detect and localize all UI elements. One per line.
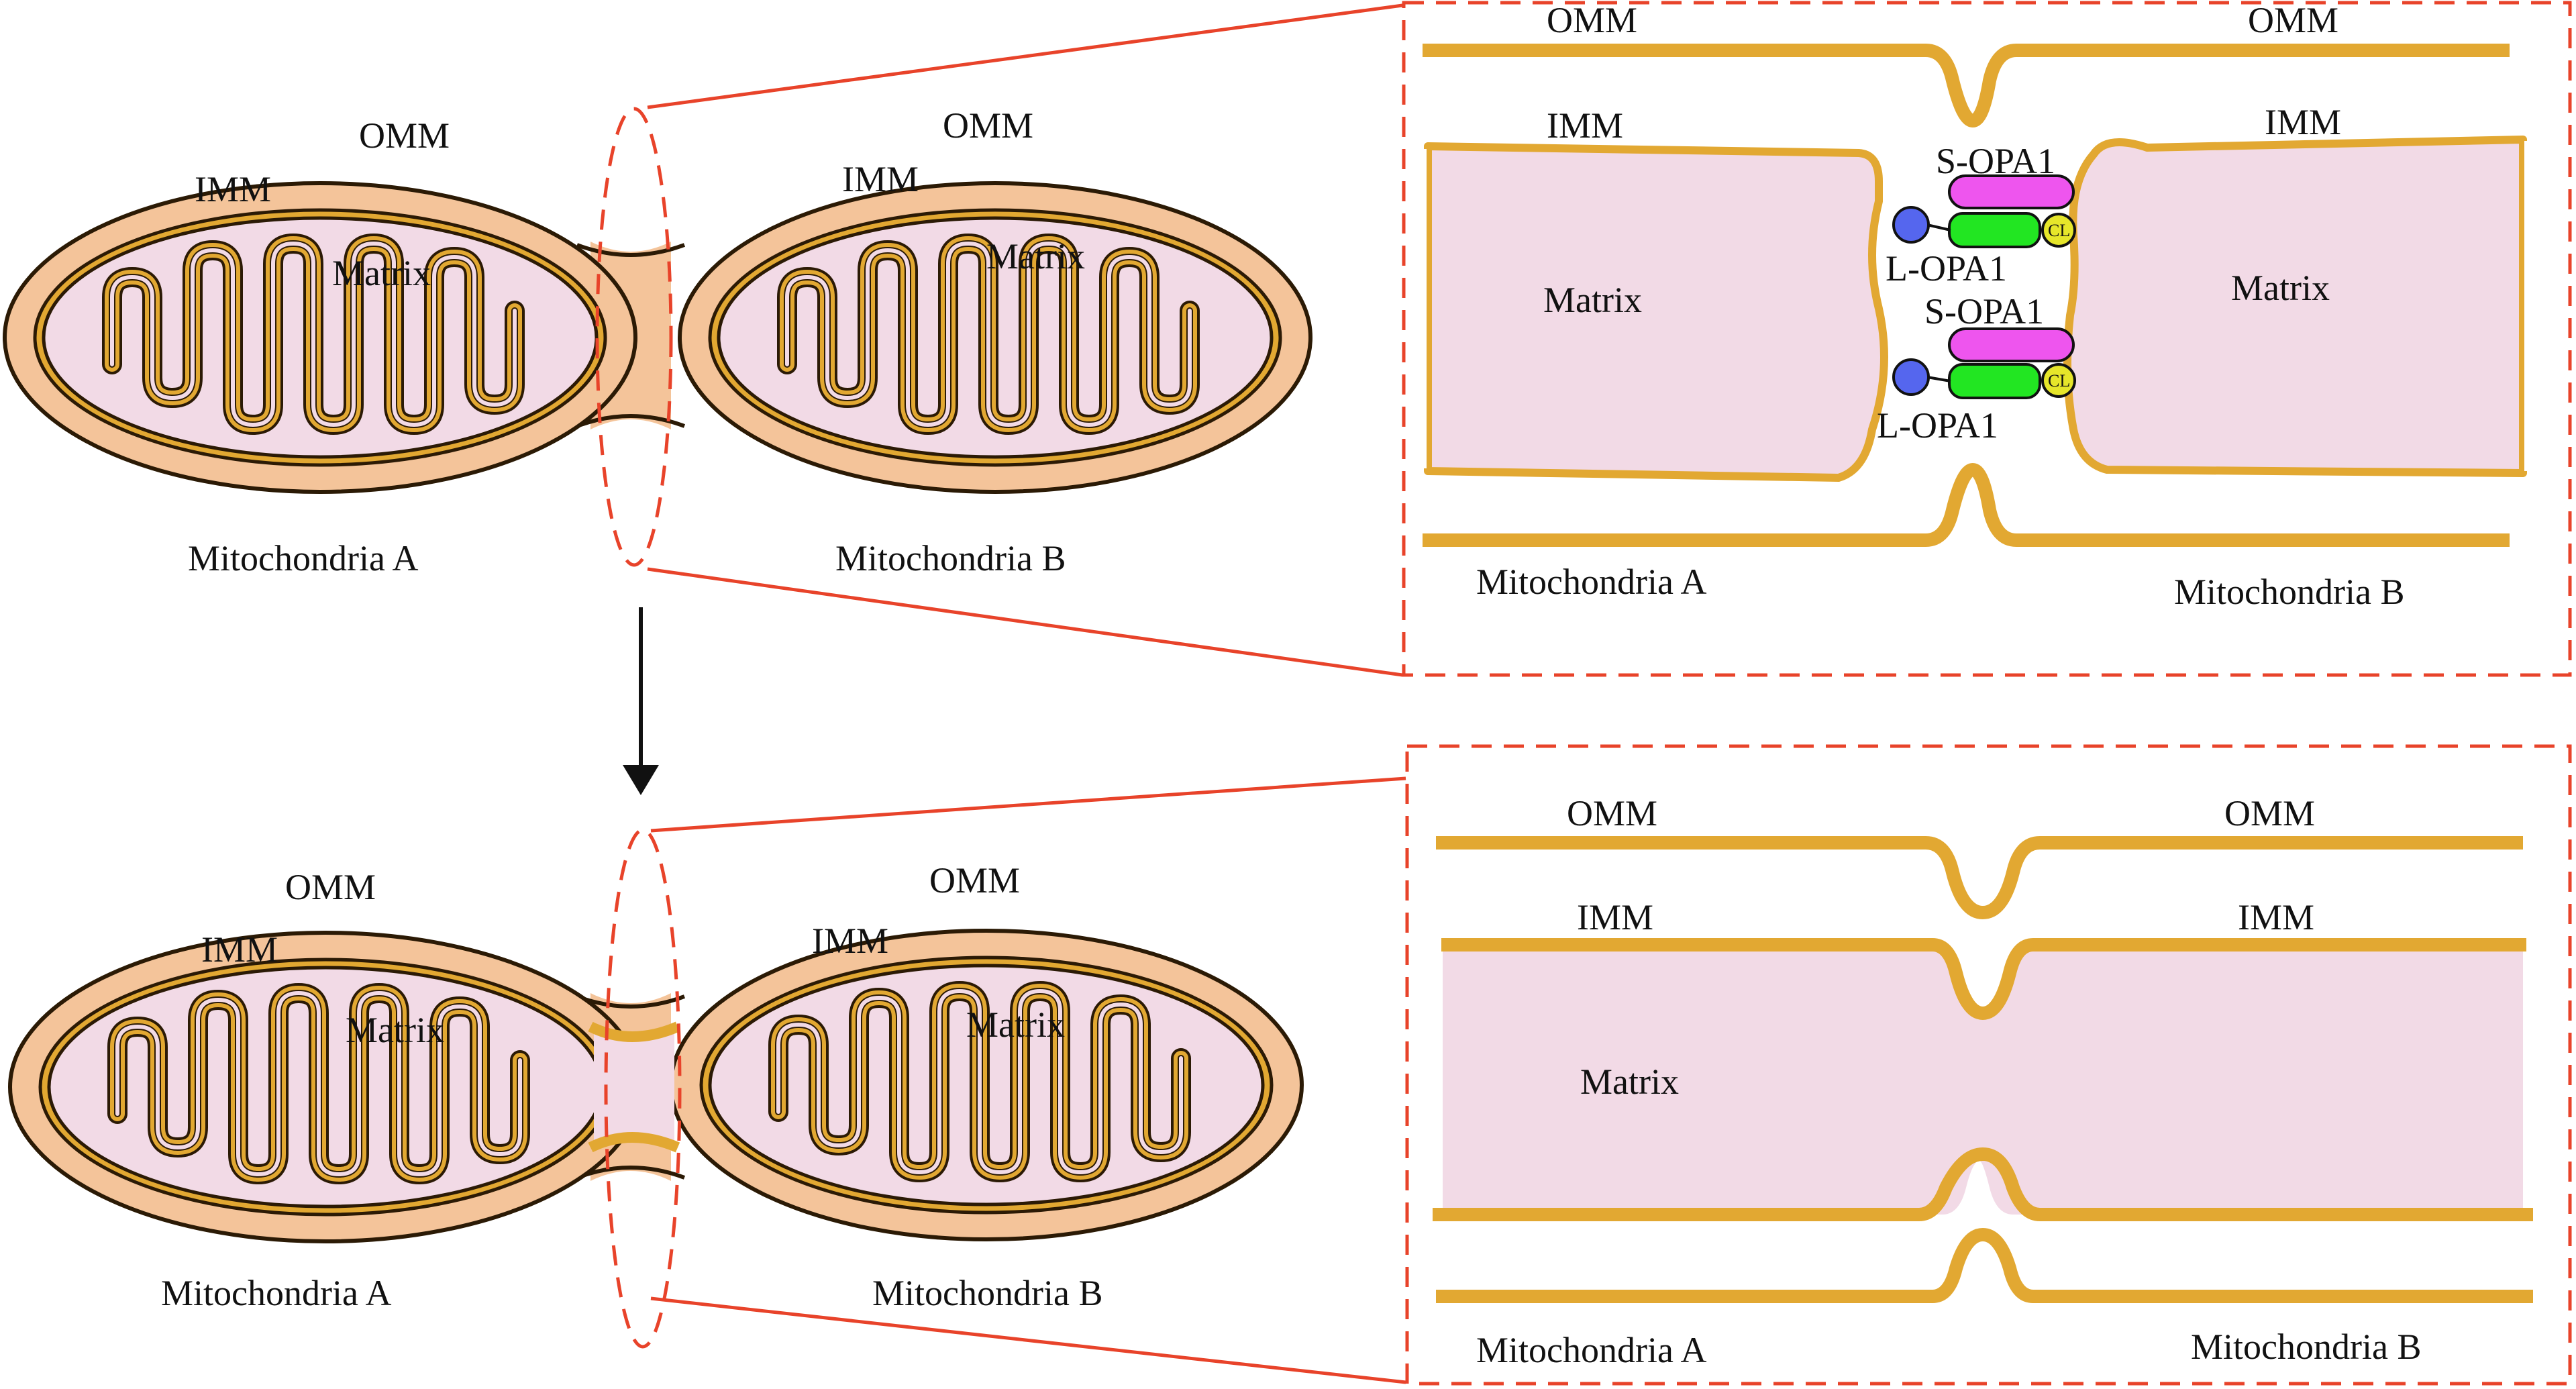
s-opa1-icon xyxy=(1948,174,2075,209)
mitochondria-b-label: Mitochondria B xyxy=(2191,1327,2421,1367)
matrix-label: Matrix xyxy=(986,236,1085,276)
mitochondrion-b-icon xyxy=(671,931,1302,1239)
anchor-icon xyxy=(1892,358,1930,396)
matrix-label: Matrix xyxy=(346,1010,444,1050)
matrix-label: Matrix xyxy=(332,253,431,293)
mitochondria-a-label: Mitochondria A xyxy=(161,1273,391,1313)
omm-label: OMM xyxy=(359,115,450,156)
omm-label: OMM xyxy=(1547,0,1637,40)
s-opa1-label: S-OPA1 xyxy=(1936,141,2055,181)
matrix-label: Matrix xyxy=(1543,280,1642,320)
mitochondria-a-label: Mitochondria A xyxy=(1476,562,1706,602)
opa1-complex: CL xyxy=(1892,327,2076,399)
imm-label: IMM xyxy=(812,921,888,961)
anchor-icon xyxy=(1892,206,1930,244)
down-arrow-icon xyxy=(623,607,659,795)
omm-label: OMM xyxy=(2248,0,2338,40)
bottom-zoom-panel: OMM OMM IMM IMM Matrix Mitochondria A Mi… xyxy=(1405,744,2572,1386)
l-opa1-icon xyxy=(1948,212,2041,248)
mitochondria-b-label: Mitochondria B xyxy=(872,1273,1102,1313)
cl-label: CL xyxy=(2048,371,2070,391)
mitochondria-a-label: Mitochondria A xyxy=(188,538,418,578)
omm-label: OMM xyxy=(929,860,1020,901)
omm-label: OMM xyxy=(943,105,1033,146)
imm-label: IMM xyxy=(201,929,278,970)
mitochondrion-b-icon xyxy=(680,183,1310,492)
s-opa1-icon xyxy=(1948,327,2075,362)
imm-label: IMM xyxy=(195,169,271,209)
matrix-label: Matrix xyxy=(2231,268,2330,308)
imm-label: IMM xyxy=(1547,105,1623,146)
focus-ellipse-bottom xyxy=(604,828,682,1349)
mitochondria-a-label: Mitochondria A xyxy=(1476,1330,1706,1370)
cl-icon xyxy=(2041,213,2076,248)
cl-label: CL xyxy=(2048,221,2070,240)
imm-label: IMM xyxy=(842,159,919,199)
imm-label: IMM xyxy=(2265,102,2341,142)
mitochondrion-a-icon xyxy=(5,183,635,492)
bottom-mitochondria-pair: OMM IMM Matrix OMM IMM Matrix Mitochondr… xyxy=(10,828,1302,1349)
s-opa1-label: S-OPA1 xyxy=(1924,291,2044,331)
opa1-complex: CL xyxy=(1892,174,2076,248)
top-zoom-panel: CL CL OMM OMM IMM IMM S-OPA1 L-OPA1 S-OP… xyxy=(1402,0,2572,677)
omm-label: OMM xyxy=(2224,793,2315,833)
zoom-line xyxy=(647,567,1403,677)
mitochondria-b-label: Mitochondria B xyxy=(2174,572,2404,612)
zoom-line xyxy=(650,776,1406,833)
l-opa1-icon xyxy=(1948,363,2041,399)
focus-ellipse-top xyxy=(595,107,673,567)
mitochondrion-a-icon xyxy=(10,933,641,1241)
top-mitochondria-pair: OMM IMM Matrix OMM IMM Matrix Mitochondr… xyxy=(5,105,1310,578)
omm-label: OMM xyxy=(1567,793,1657,833)
l-opa1-label: L-OPA1 xyxy=(1886,248,2007,289)
imm-label: IMM xyxy=(2238,897,2314,937)
omm-label: OMM xyxy=(285,867,376,907)
zoom-line xyxy=(647,3,1403,109)
l-opa1-label: L-OPA1 xyxy=(1877,405,1998,446)
zoom-line xyxy=(650,1296,1406,1384)
matrix-label: Matrix xyxy=(1580,1062,1679,1102)
cl-icon xyxy=(2041,363,2076,398)
matrix-label: Matrix xyxy=(966,1005,1065,1045)
mitochondria-b-label: Mitochondria B xyxy=(835,538,1066,578)
imm-label: IMM xyxy=(1577,897,1653,937)
